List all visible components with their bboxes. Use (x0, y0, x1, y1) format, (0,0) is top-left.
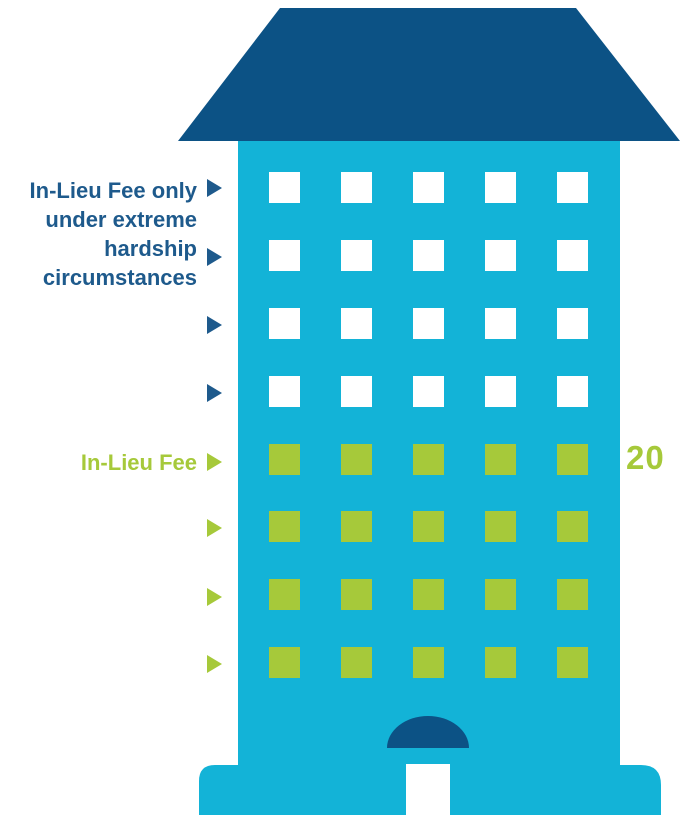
upper-floors-text: In-Lieu Fee only under extreme hardship … (29, 178, 197, 290)
window-white (269, 240, 300, 271)
window-green (341, 579, 372, 610)
window-green (341, 511, 372, 542)
window-white (413, 376, 444, 407)
floor-markers (207, 179, 222, 673)
window-green (413, 647, 444, 678)
window-white (269, 172, 300, 203)
triangle-arrow-right-icon (207, 453, 222, 471)
window-green (341, 647, 372, 678)
window-white (341, 376, 372, 407)
window-green (413, 511, 444, 542)
unit-count-label: 20 (626, 438, 665, 478)
triangle-arrow-right-icon (207, 655, 222, 673)
building-roof (178, 8, 680, 141)
window-green (485, 511, 516, 542)
window-white (485, 308, 516, 339)
window-white (557, 240, 588, 271)
window-green (269, 647, 300, 678)
window-green (485, 647, 516, 678)
window-white (341, 240, 372, 271)
window-green (485, 579, 516, 610)
lower-floors-label: In-Lieu Fee (81, 448, 197, 477)
triangle-arrow-right-icon (207, 519, 222, 537)
window-green (341, 444, 372, 475)
lower-floors-text: In-Lieu Fee (80, 450, 197, 475)
triangle-arrow-right-icon (207, 248, 222, 266)
window-white (341, 172, 372, 203)
window-white (341, 308, 372, 339)
triangle-arrow-right-icon (207, 316, 222, 334)
upper-floors-label: In-Lieu Fee only under extreme hardship … (21, 176, 197, 292)
window-green (413, 444, 444, 475)
window-white (557, 376, 588, 407)
window-white (269, 376, 300, 407)
window-white (485, 240, 516, 271)
window-green (269, 444, 300, 475)
window-white (413, 308, 444, 339)
window-white (269, 308, 300, 339)
window-white (485, 376, 516, 407)
window-green (557, 579, 588, 610)
window-green (557, 444, 588, 475)
window-green (557, 647, 588, 678)
window-white (413, 240, 444, 271)
window-green (413, 579, 444, 610)
triangle-arrow-right-icon (207, 179, 222, 197)
window-green (557, 511, 588, 542)
triangle-arrow-right-icon (207, 384, 222, 402)
door (406, 764, 450, 815)
windows-grid (269, 172, 588, 678)
window-green (269, 511, 300, 542)
triangle-arrow-right-icon (207, 588, 222, 606)
unit-count-text: 20 (626, 439, 665, 476)
window-green (485, 444, 516, 475)
window-white (557, 308, 588, 339)
window-white (485, 172, 516, 203)
window-white (557, 172, 588, 203)
window-green (269, 579, 300, 610)
window-white (413, 172, 444, 203)
door-arch (387, 716, 469, 748)
